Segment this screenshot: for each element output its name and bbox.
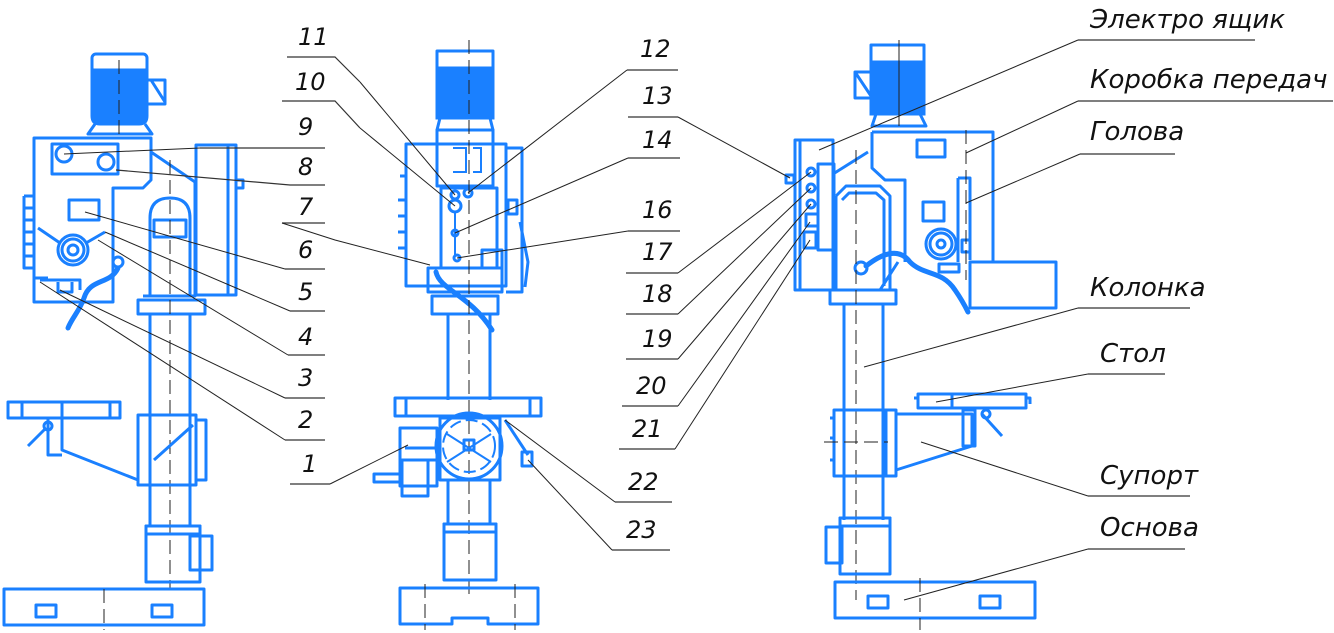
callout-1: 1 bbox=[302, 450, 317, 478]
callout-6: 6 bbox=[298, 236, 313, 264]
callout-12: 12 bbox=[640, 35, 671, 63]
callout-17: 17 bbox=[642, 238, 673, 266]
base-right bbox=[824, 516, 1037, 630]
part-labels: Электро ящик Коробка передач Голова Коло… bbox=[818, 5, 1333, 601]
gearbox-right bbox=[832, 130, 1058, 310]
callout-22: 22 bbox=[628, 468, 659, 496]
callout-14: 14 bbox=[642, 126, 673, 154]
label-gearbox: Коробка передач bbox=[1090, 65, 1327, 95]
callout-8: 8 bbox=[298, 153, 313, 181]
electro-box bbox=[784, 138, 836, 292]
right-view bbox=[784, 40, 1058, 630]
label-electro-box: Электро ящик bbox=[1089, 5, 1285, 35]
callout-11: 11 bbox=[298, 23, 329, 51]
label-column: Колонка bbox=[1090, 273, 1206, 303]
table-left bbox=[6, 400, 208, 487]
table-right bbox=[894, 392, 1032, 472]
callout-20: 20 bbox=[636, 372, 667, 400]
column-right bbox=[824, 150, 898, 600]
callout-7: 7 bbox=[298, 193, 314, 221]
label-support: Супорт bbox=[1100, 461, 1199, 491]
callout-18: 18 bbox=[642, 280, 673, 308]
callout-23: 23 bbox=[626, 516, 657, 544]
base-front bbox=[398, 522, 540, 630]
callout-13: 13 bbox=[642, 82, 673, 110]
motor-left bbox=[86, 52, 167, 136]
support-front bbox=[372, 411, 534, 524]
left-view bbox=[2, 52, 245, 630]
callout-5: 5 bbox=[298, 278, 313, 306]
head-right bbox=[828, 184, 971, 315]
callout-9: 9 bbox=[298, 113, 313, 141]
column-left bbox=[118, 60, 245, 590]
callout-19: 19 bbox=[642, 325, 673, 353]
callout-3: 3 bbox=[298, 364, 313, 392]
label-head: Голова bbox=[1090, 117, 1184, 147]
callout-21: 21 bbox=[632, 415, 663, 443]
callout-2: 2 bbox=[298, 406, 313, 434]
callouts-right: 12 13 14 16 17 18 19 20 21 22 23 bbox=[454, 35, 812, 551]
callouts-left: 11 10 9 8 7 6 5 4 3 2 1 bbox=[39, 23, 456, 485]
callout-4: 4 bbox=[298, 323, 313, 351]
label-table: Стол bbox=[1100, 339, 1166, 369]
callout-10: 10 bbox=[295, 68, 326, 96]
callout-16: 16 bbox=[642, 196, 673, 224]
head-front bbox=[398, 128, 530, 333]
label-base: Основа bbox=[1100, 513, 1199, 543]
base-left bbox=[2, 524, 214, 630]
column-front bbox=[393, 40, 543, 600]
motor-right bbox=[853, 40, 928, 128]
front-view bbox=[372, 40, 543, 630]
motor-front bbox=[435, 49, 495, 132]
